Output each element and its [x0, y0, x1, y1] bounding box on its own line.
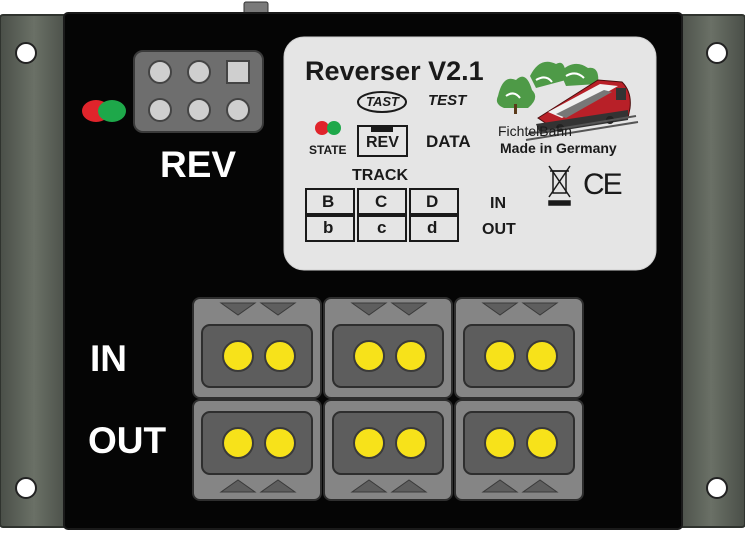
track-cell-c-lower: c: [377, 218, 387, 237]
screw-contact[interactable]: [484, 427, 516, 459]
screw-contact[interactable]: [353, 427, 385, 459]
screw-contact[interactable]: [353, 340, 385, 372]
state-led-pair: [315, 121, 341, 135]
rev-connector-symbol: [357, 125, 408, 157]
track-cell-d-lower: d: [427, 218, 438, 237]
status-led-pair: [82, 100, 126, 122]
tast-label: TAST: [366, 94, 399, 109]
out-label: OUT: [88, 420, 167, 461]
rev-box-label: REV: [366, 134, 399, 151]
mounting-hole-icon: [15, 42, 37, 64]
screw-contact[interactable]: [222, 340, 254, 372]
in-terminal-2[interactable]: [323, 297, 453, 399]
screw-contact[interactable]: [526, 427, 558, 459]
brand-label: FichtelBahn: [498, 123, 572, 139]
screw-contact[interactable]: [526, 340, 558, 372]
out-terminal-2[interactable]: [323, 399, 453, 501]
mounting-rail-right: [676, 14, 745, 528]
track-label: TRACK: [352, 167, 408, 184]
ce-mark: CE: [583, 168, 623, 201]
mounting-hole-icon: [706, 477, 728, 499]
track-grid: [305, 188, 459, 242]
in-label: IN: [90, 338, 127, 379]
screw-contact[interactable]: [264, 427, 296, 459]
in-small-label: IN: [490, 195, 506, 212]
tast-oval: [357, 91, 407, 113]
track-cell-b: B: [322, 192, 335, 211]
data-label: DATA: [426, 132, 471, 151]
device-title: Reverser V2.1: [305, 56, 484, 86]
in-terminal-1[interactable]: [192, 297, 322, 399]
screw-contact[interactable]: [395, 427, 427, 459]
in-terminal-3[interactable]: [454, 297, 584, 399]
mounting-hole-icon: [706, 42, 728, 64]
track-cell-c: C: [375, 192, 388, 211]
rev-header-connector[interactable]: [133, 50, 264, 133]
out-small-label: OUT: [482, 221, 516, 238]
mounting-rail-left: [0, 14, 69, 528]
train-logo-icon: [496, 61, 639, 141]
track-cell-d: D: [426, 192, 439, 211]
made-in-label: Made in Germany: [500, 140, 617, 156]
screw-contact[interactable]: [222, 427, 254, 459]
rev-header-label: REV: [160, 144, 237, 185]
out-terminal-3[interactable]: [454, 399, 584, 501]
weee-bin-icon: [548, 165, 571, 206]
test-label: TEST: [428, 92, 467, 109]
out-terminal-1[interactable]: [192, 399, 322, 501]
terminal-blocks: [192, 297, 584, 501]
track-cell-b-lower: b: [323, 218, 334, 237]
screw-contact[interactable]: [484, 340, 516, 372]
mounting-hole-icon: [15, 477, 37, 499]
screw-contact[interactable]: [264, 340, 296, 372]
screw-contact[interactable]: [395, 340, 427, 372]
state-label: STATE: [309, 143, 347, 157]
label-sticker: [283, 36, 657, 271]
